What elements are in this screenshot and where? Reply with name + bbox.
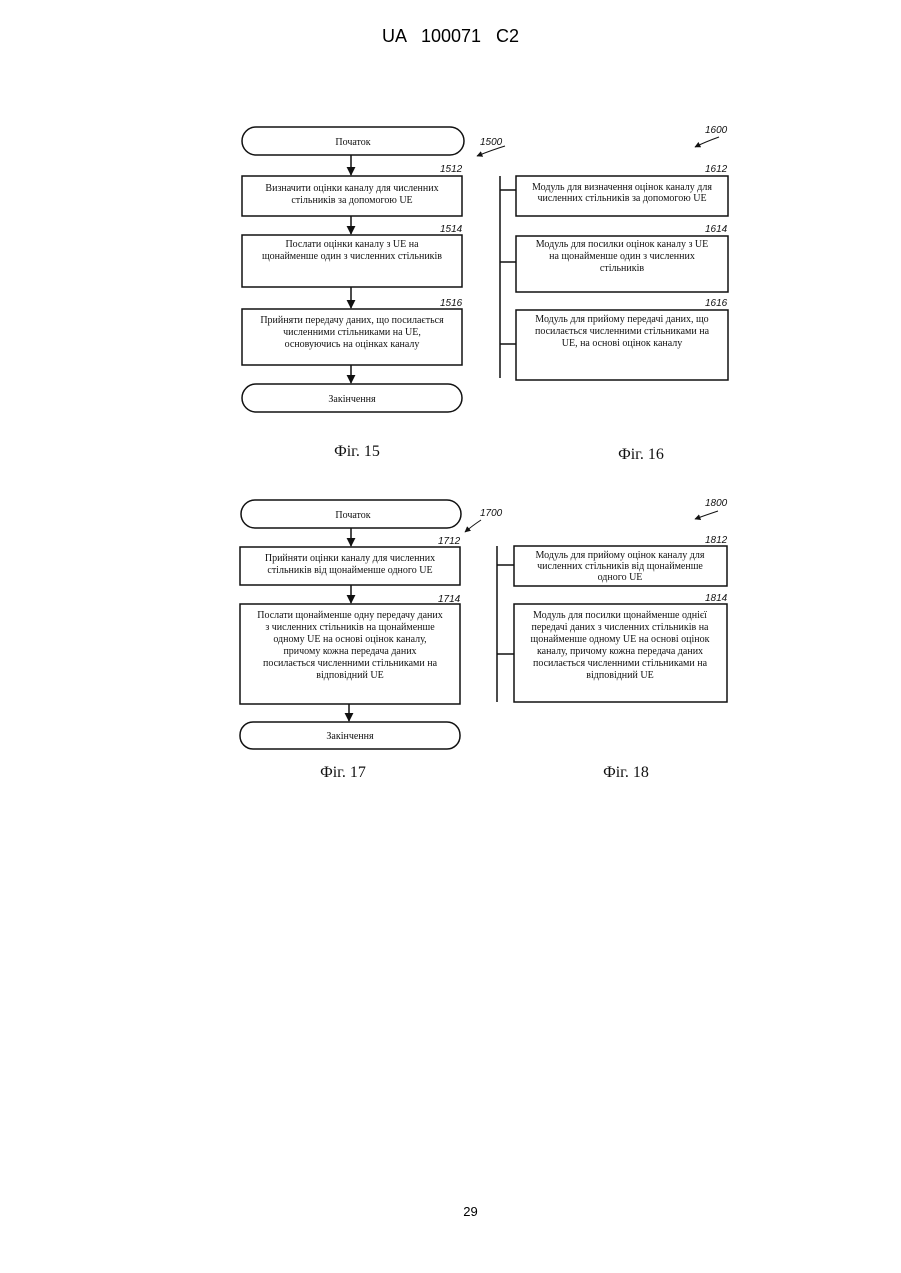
figure-caption: Фіг. 18 [603, 764, 649, 781]
figure-16-block-diagram: 1600 1612 Модуль для визначення оцінок к… [500, 125, 728, 463]
ref-leader-arrow [695, 511, 718, 519]
end-label: Закінчення [326, 731, 374, 742]
start-label: Початок [335, 510, 370, 521]
module-text: Модуль для прийому передачі даних, щопос… [535, 314, 710, 349]
start-label: Початок [335, 137, 370, 148]
figure-caption: Фіг. 15 [334, 443, 380, 460]
figure-ref-label: 1800 [705, 498, 728, 509]
figure-17-flowchart: Початок 1700 1712 Прийняти оцінки каналу… [240, 500, 503, 781]
page-number: 29 [0, 1204, 901, 1219]
figure-18-block-diagram: 1800 1812 Модуль для прийому оцінок кана… [497, 498, 728, 781]
ref-leader-arrow [465, 520, 481, 532]
module-text: Модуль для прийому оцінок каналу длячисл… [536, 550, 705, 583]
step-text: Прийняти оцінки каналу для численнихстіл… [265, 553, 435, 576]
step-text: Послати щонайменше одну передачу данихз … [257, 610, 443, 681]
figure-ref-label: 1500 [480, 137, 503, 148]
step-ref-label: 1712 [438, 536, 461, 547]
module-ref-label: 1614 [705, 224, 728, 235]
figure-15-flowchart: Початок 1500 1512 Визначити оцінки канал… [242, 127, 505, 460]
step-ref-label: 1512 [440, 164, 463, 175]
module-ref-label: 1612 [705, 164, 728, 175]
step-ref-label: 1516 [440, 298, 463, 309]
module-text: Модуль для посилки оцінок каналу з UEна … [536, 239, 708, 274]
figure-caption: Фіг. 17 [320, 764, 366, 781]
module-text: Модуль для визначення оцінок каналу дляч… [532, 182, 712, 204]
figure-caption: Фіг. 16 [618, 446, 664, 463]
figure-ref-label: 1700 [480, 508, 503, 519]
step-text: Прийняти передачу даних, що посилаєтьсяч… [260, 315, 444, 350]
module-ref-label: 1814 [705, 593, 728, 604]
step-text: Визначити оцінки каналу для численнихсті… [265, 183, 438, 206]
step-text: Послати оцінки каналу з UE нащонайменше … [262, 239, 442, 262]
module-ref-label: 1616 [705, 298, 728, 309]
figure-ref-label: 1600 [705, 125, 728, 136]
ref-leader-arrow [695, 137, 719, 147]
end-label: Закінчення [328, 394, 376, 405]
step-ref-label: 1514 [440, 224, 463, 235]
module-ref-label: 1812 [705, 535, 728, 546]
module-text: Модуль для посилки щонайменше однієїпере… [531, 610, 710, 681]
